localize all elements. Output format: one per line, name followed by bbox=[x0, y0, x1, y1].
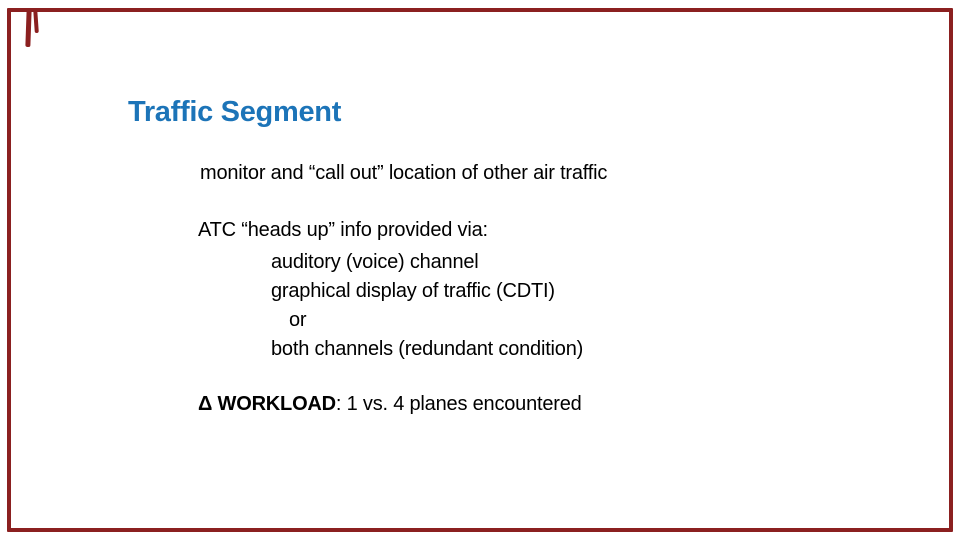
atc-heads-up-line: ATC “heads up” info provided via: bbox=[198, 219, 488, 241]
workload-detail: : 1 vs. 4 planes encountered bbox=[335, 393, 582, 415]
via-option-graphical: graphical display of traffic (CDTI) bbox=[271, 280, 555, 302]
via-option-auditory: auditory (voice) channel bbox=[271, 251, 479, 273]
workload-term: Δ WORKLOAD bbox=[198, 393, 336, 415]
monitor-callout-line: monitor and “call out” location of other… bbox=[200, 162, 608, 184]
via-option-both-channels: both channels (redundant condition) bbox=[271, 338, 584, 360]
via-option-or: or bbox=[289, 309, 307, 331]
workload-line: Δ WORKLOAD: 1 vs. 4 planes encountered bbox=[198, 391, 582, 417]
slide-title: Traffic Segment bbox=[128, 96, 342, 128]
slide-border-frame bbox=[7, 8, 953, 532]
